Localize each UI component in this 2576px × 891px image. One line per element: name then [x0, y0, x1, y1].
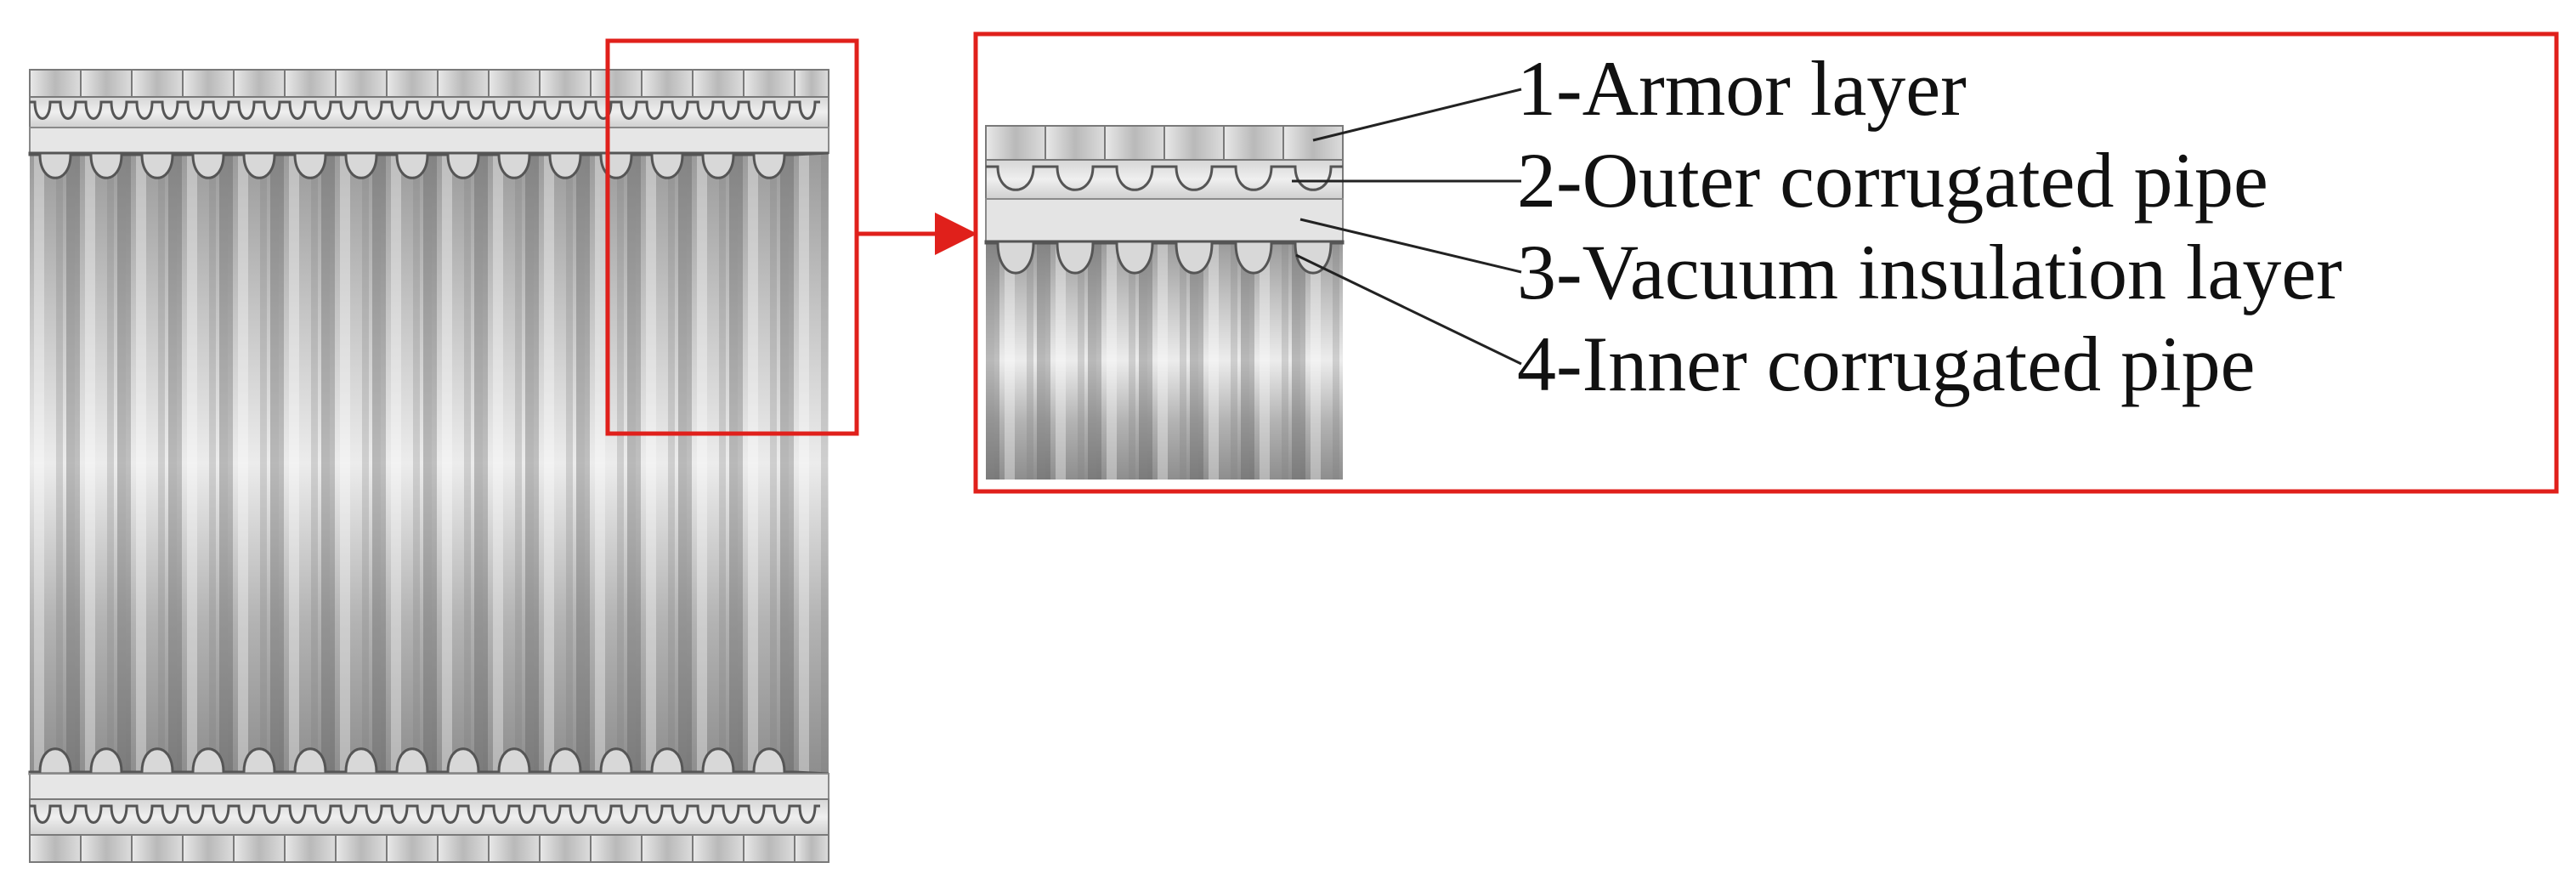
armor-segment	[488, 69, 541, 98]
zoom-callout-frame	[973, 31, 2559, 494]
armor-segment	[80, 69, 133, 98]
armor-segment	[539, 69, 592, 98]
label-armor-layer: 1-Armor layer	[1517, 45, 1967, 132]
leader-armor	[1312, 88, 1522, 142]
zoom-armor-segment	[985, 125, 1046, 161]
inner-corrugation-bottom	[28, 747, 829, 775]
zoom-armor-segment	[1282, 125, 1344, 161]
armor-segment	[335, 69, 388, 98]
armor-segment	[182, 69, 235, 98]
armor-segment	[29, 834, 82, 863]
leader-lines	[1292, 88, 1522, 366]
armor-segment	[692, 69, 744, 98]
outer-corrugation-bottom	[30, 804, 820, 824]
armor-segment	[794, 69, 829, 98]
armor-segment	[743, 834, 795, 863]
armor-segment	[641, 69, 694, 98]
armor-segment	[29, 69, 82, 98]
armor-segment	[794, 834, 829, 863]
armor-segment	[743, 69, 795, 98]
armor-segment	[437, 834, 490, 863]
armor-segment	[386, 69, 439, 98]
armor-segment	[539, 834, 592, 863]
armor-segment	[590, 834, 643, 863]
inner-pipe-corrugation-stripes	[30, 153, 829, 774]
armor-segment	[437, 69, 490, 98]
armor-segment	[335, 834, 388, 863]
armor-segment	[233, 69, 286, 98]
zoom-armor-segment	[1045, 125, 1106, 161]
armor-segment	[641, 834, 694, 863]
armor-segment	[80, 834, 133, 863]
label-outer-corrugated-pipe: 2-Outer corrugated pipe	[1517, 137, 2268, 224]
zoom-armor-segment	[1163, 125, 1225, 161]
pipe-zoom-illustration	[984, 125, 1345, 480]
armor-segment	[386, 834, 439, 863]
outer-corrugation-top	[30, 100, 820, 120]
vacuum-layer-top	[29, 127, 829, 154]
vacuum-layer-bottom	[29, 773, 829, 800]
leader-inner	[1295, 253, 1522, 366]
armor-segment	[233, 834, 286, 863]
armor-segment	[590, 69, 643, 98]
armor-segment	[692, 834, 744, 863]
armor-segment	[131, 69, 184, 98]
armor-segment	[131, 834, 184, 863]
zoom-outer-corrugation	[986, 165, 1343, 191]
zoom-armor-segment	[1223, 125, 1284, 161]
inner-corrugation-top	[28, 151, 829, 179]
zoom-region-highlight	[605, 38, 859, 436]
armor-segment	[488, 834, 541, 863]
label-inner-corrugated-pipe: 4-Inner corrugated pipe	[1517, 321, 2255, 407]
zoom-vacuum-layer	[985, 198, 1344, 242]
zoom-inner-pipe-stripes	[986, 241, 1343, 480]
armor-segment	[182, 834, 235, 863]
leader-vacuum	[1299, 218, 1522, 274]
label-vacuum-insulation-layer: 3-Vacuum insulation layer	[1517, 229, 2342, 315]
armor-segment	[284, 69, 337, 98]
zoom-armor-segment	[1104, 125, 1165, 161]
zoom-inner-corrugation	[984, 240, 1345, 275]
pipe-section-illustration	[28, 69, 829, 863]
armor-segment	[284, 834, 337, 863]
